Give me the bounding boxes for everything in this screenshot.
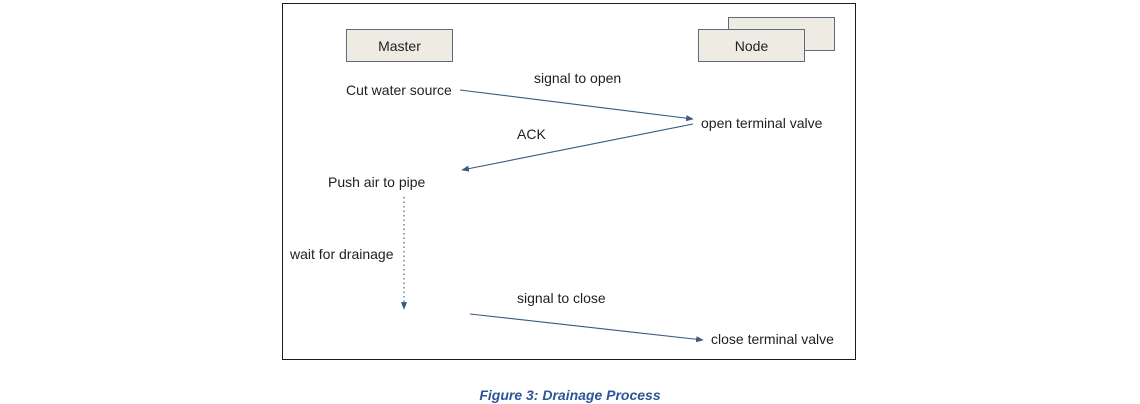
step-push-air-to-pipe: Push air to pipe [328,174,426,190]
message-ack: ACK [517,126,546,142]
figure-caption: Figure 3: Drainage Process [479,387,661,403]
diagram-frame [282,3,856,360]
message-signal-to-close: signal to close [517,290,606,306]
node-box: Node [698,29,805,62]
step-open-terminal-valve: open terminal valve [701,115,823,131]
message-signal-to-open: signal to open [534,70,622,86]
master-box: Master [346,29,453,62]
master-label: Master [378,37,421,54]
step-close-terminal-valve: close terminal valve [711,331,834,347]
message-wait-for-drainage: wait for drainage [290,246,394,262]
node-label: Node [734,37,769,54]
step-cut-water-source: Cut water source [346,82,452,98]
